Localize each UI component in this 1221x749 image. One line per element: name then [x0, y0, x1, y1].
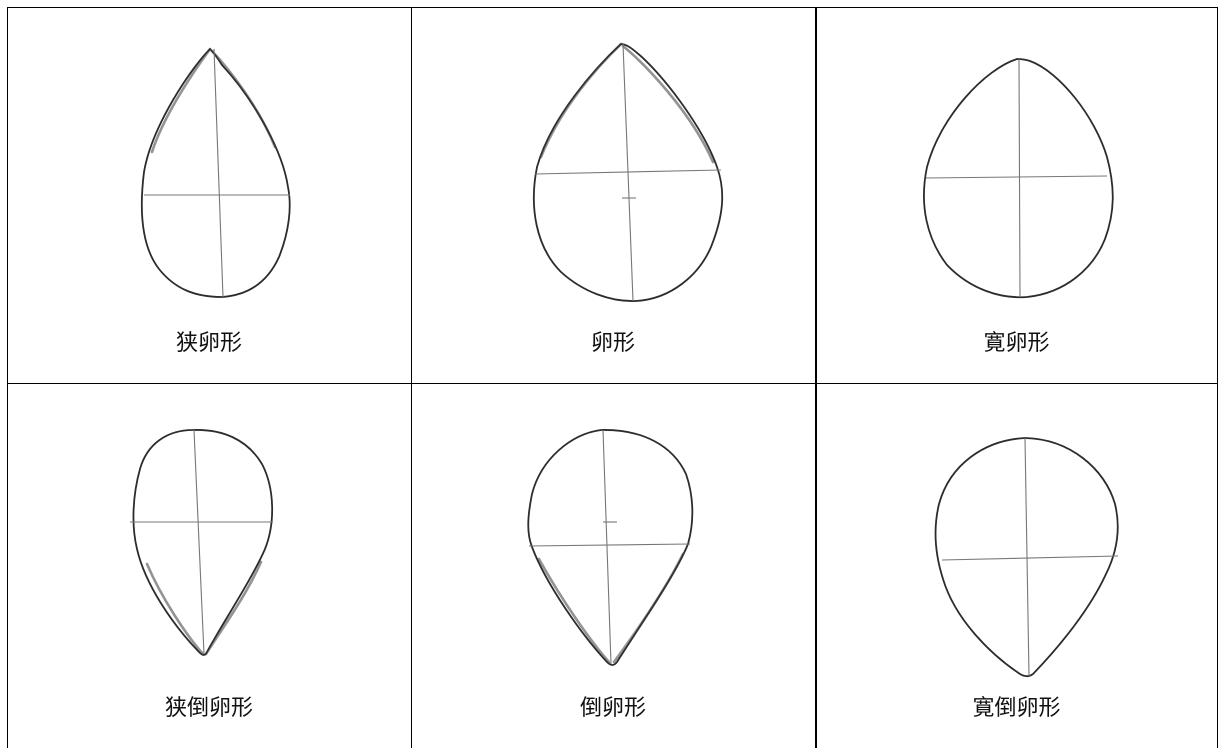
label-obovate: 倒卵形 [411, 690, 815, 722]
cell-ovate: 卵形 [411, 7, 815, 383]
cell-broad-obovate: 寛倒卵形 [815, 384, 1218, 748]
label-broad-ovate: 寛卵形 [815, 325, 1218, 357]
cell-broad-ovate: 寛卵形 [815, 7, 1218, 383]
label-narrow-ovate: 狭卵形 [7, 325, 411, 357]
cell-narrow-ovate: 狭卵形 [7, 7, 411, 383]
label-broad-obovate: 寛倒卵形 [815, 690, 1218, 722]
cell-narrow-obovate: 狭倒卵形 [7, 384, 411, 748]
label-narrow-obovate: 狭倒卵形 [7, 690, 411, 722]
leaf-shape-table: 狭卵形 卵形 寛卵形 狭倒卵形 [7, 7, 1218, 748]
label-ovate: 卵形 [411, 325, 815, 357]
cell-obovate: 倒卵形 [411, 384, 815, 748]
